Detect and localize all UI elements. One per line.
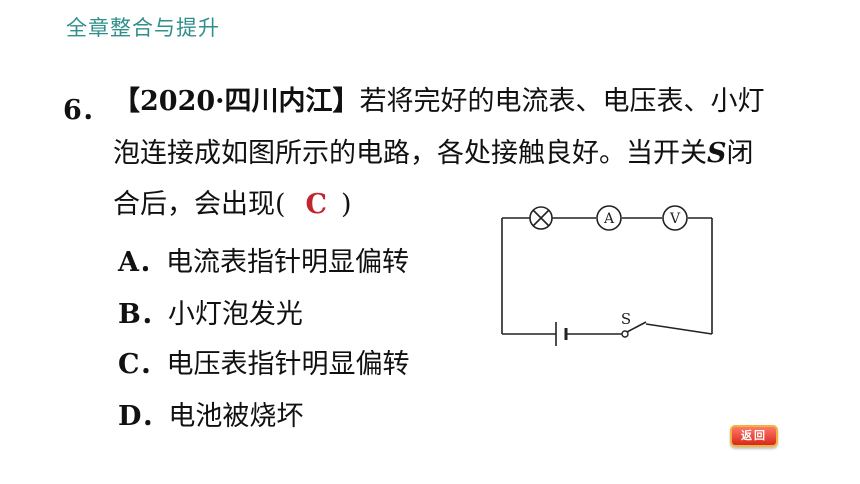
option-b-text: 小灯泡发光 — [167, 299, 303, 330]
question-line-2: 泡连接成如图所示的电路，各处接触良好。当开关S闭 — [113, 138, 754, 170]
ammeter-icon: A — [596, 205, 622, 231]
circuit-diagram: A V S — [501, 205, 713, 346]
question-source: 【2020·四川内江】 — [113, 86, 360, 117]
option-d-letter: D． — [118, 401, 169, 432]
question-text-3b: ) — [341, 189, 352, 220]
option-c-text: 电压表指针明显偏转 — [166, 349, 410, 380]
question-text-3: 合后，会出现( — [113, 189, 286, 220]
option-b-letter: B． — [118, 299, 168, 330]
question-text-1: 若将完好的电流表、电压表、小灯 — [359, 86, 765, 117]
ammeter-label: A — [603, 211, 615, 227]
back-button[interactable]: 返回 — [730, 425, 778, 447]
question-line-1: 【2020·四川内江】若将完好的电流表、电压表、小灯 — [113, 86, 765, 118]
option-d: D．电池被烧坏 — [118, 394, 303, 433]
switch-icon: S — [621, 310, 647, 338]
option-c: C．电压表指针明显偏转 — [118, 342, 410, 381]
question-number: 6． — [63, 95, 109, 126]
option-a-letter: A． — [118, 247, 166, 278]
option-d-text: 电池被烧坏 — [168, 401, 304, 432]
question-line-3: 合后，会出现( C) — [113, 189, 352, 221]
circuit-wires — [501, 217, 713, 335]
option-c-letter: C． — [118, 349, 167, 380]
voltmeter-icon: V — [662, 205, 688, 231]
voltmeter-label: V — [669, 211, 681, 227]
battery-icon — [555, 322, 568, 346]
question-text-2b: 闭 — [726, 138, 754, 169]
option-a-text: 电流表指针明显偏转 — [165, 247, 409, 278]
lamp-icon — [529, 206, 553, 230]
switch-label: S — [621, 310, 631, 328]
switch-symbol: S — [707, 138, 727, 169]
option-a: A．电流表指针明显偏转 — [118, 240, 409, 279]
answer-text: C — [305, 189, 328, 220]
question-text-2: 泡连接成如图所示的电路，各处接触良好。当开关 — [113, 138, 707, 169]
chapter-header: 全章整合与提升 — [66, 16, 220, 40]
option-b: B．小灯泡发光 — [118, 292, 303, 331]
